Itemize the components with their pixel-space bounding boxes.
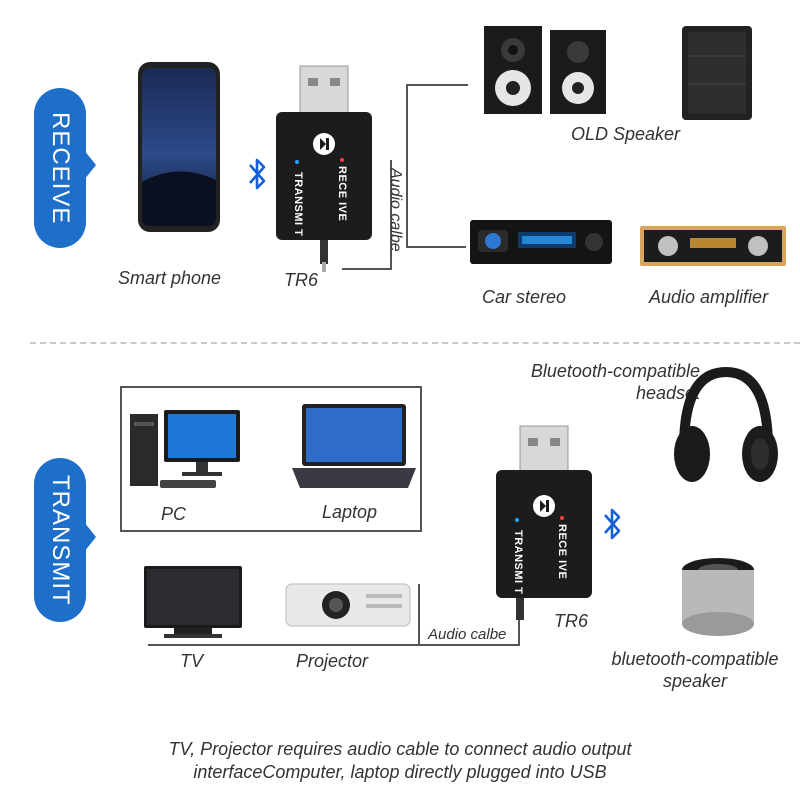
audio-amplifier-label: Audio amplifier [649,287,769,307]
receive-tab: RECEIVE [34,88,86,248]
led-blue-2 [515,518,519,522]
smartphone-image [138,62,220,232]
transmit-tab-label: TRANSMIT [47,474,74,606]
footnote: TV, Projector requires audio cable to co… [168,739,632,782]
wire-receive-5 [406,246,466,248]
car-stereo-label: Car stereo [482,287,567,307]
adapter-transmit-text-2: TRANSMI T [512,530,524,595]
tv-label: TV [180,651,204,671]
headset-label: Bluetooth-compatible headset [530,361,700,403]
old-speaker-label: OLD Speaker [571,124,681,144]
old-speaker-image [484,26,606,114]
transmit-tab: TRANSMIT [34,458,86,622]
speaker-label: bluetooth-compatible speaker [611,649,779,691]
tr6-adapter-receive [276,65,372,272]
receive-tab-pointer [84,150,96,180]
audio-cable-label-transmit: Audio calbe [428,626,507,643]
car-stereo-image [470,220,612,264]
wire-transmit-2 [418,584,420,646]
tr6-adapter-transmit [496,425,592,620]
bluetooth-icon [249,158,266,190]
wire-receive-4 [406,84,468,86]
pc-laptop-frame [120,386,422,532]
pc-label: PC [161,504,187,524]
wire-receive-1 [342,268,392,270]
bluetooth-icon [604,508,621,540]
wire-transmit-3 [518,614,520,646]
bt-speaker-image [682,558,754,636]
audio-amplifier-image [640,226,786,266]
pa-speaker-image [682,26,752,120]
laptop-label: Laptop [322,502,378,522]
led-blue [295,160,299,164]
projector-label: Projector [296,651,369,671]
laptop-image [292,404,416,488]
tr6-label-transmit: TR6 [554,611,589,631]
adapter-receive-text-2: RECE IVE [556,524,568,580]
transmit-tab-pointer [84,522,96,552]
smartphone-label: Smart phone [118,268,222,288]
led-red-2 [560,516,564,520]
wire-transmit-1 [148,644,520,646]
tv-image [144,566,242,638]
pc-image [130,410,240,488]
audio-cable-label-receive: Audio calbe [387,168,404,252]
tr6-label-receive: TR6 [284,270,319,290]
wire-receive-2 [390,160,392,270]
headset-image [674,366,778,482]
section-divider [30,342,800,344]
projector-image [285,583,411,627]
wire-receive-3 [406,84,408,248]
receive-tab-label: RECEIVE [47,111,74,225]
led-red [340,158,344,162]
adapter-transmit-text: TRANSMI T [292,172,304,237]
adapter-receive-text: RECE IVE [336,166,348,222]
